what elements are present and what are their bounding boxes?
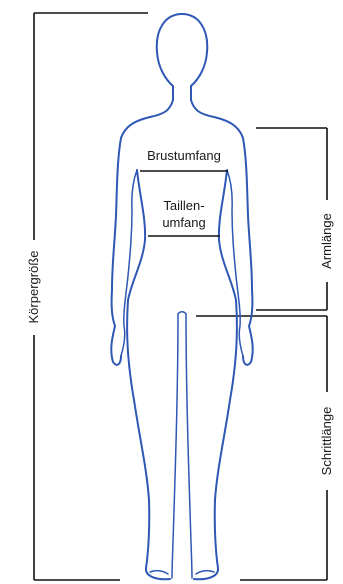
arm-length-label: Armlänge <box>319 213 334 269</box>
waist-label-line1: Taillen- <box>163 198 204 213</box>
body-height-label: Körpergröße <box>26 251 41 324</box>
body-height-bracket <box>34 13 148 580</box>
arm-length-bracket <box>256 128 327 310</box>
inseam-label: Schrittlänge <box>319 407 334 476</box>
waist-label-line2: umfang <box>162 215 205 230</box>
chest-label: Brustumfang <box>147 148 221 163</box>
body-silhouette <box>111 14 252 579</box>
